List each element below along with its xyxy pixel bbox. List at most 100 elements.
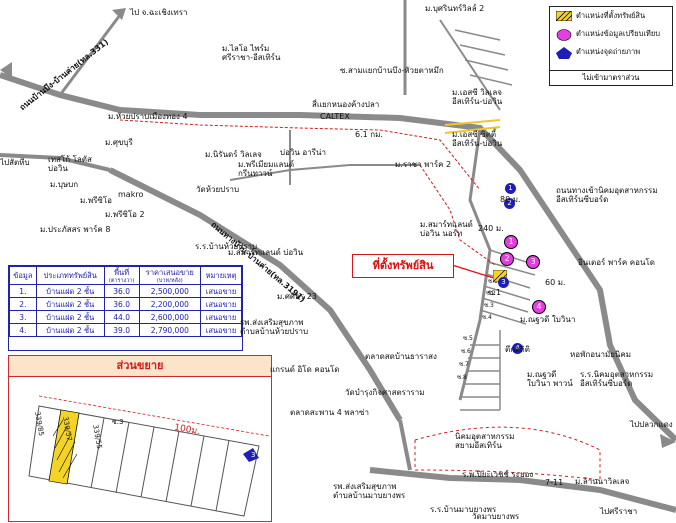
table-header: ประเภททรัพย์สิน	[35, 266, 105, 285]
table-cell: 4.	[9, 323, 37, 337]
soi-label: ซ.6	[461, 348, 471, 355]
place-label-bowin-arena: บ่อวิน อารีน่า	[280, 148, 326, 157]
place-label-caltex: CALTEX	[320, 112, 350, 121]
place-label-wat2: วัดมาบยางพร	[472, 512, 520, 521]
section-photo-number: 3	[251, 451, 256, 459]
place-label-rp-clinic: ร.พ.ปิยะเวชช์ ระยอง	[462, 470, 534, 479]
soi-label: ซ.4	[482, 314, 492, 321]
legend-label: ตำแหน่งจุดถ่ายภาพ	[576, 47, 641, 56]
table-cell: 2,500,000	[138, 284, 202, 298]
place-label-wat: วัดห้วยปราบ	[196, 185, 240, 194]
place-label-sitbun: ม.ณฐวดี ใบวินา พาวน์	[527, 370, 573, 388]
table-cell: 39.0	[103, 323, 140, 337]
west-road	[0, 153, 111, 172]
property-label: ที่ตั้งทรัพย์สิน	[352, 254, 454, 278]
place-label-health2: รพ.ส่งเสริมสุขภาพ ตำบลบ้านมาบยางพร	[333, 482, 406, 500]
place-label-lotus: เทสโก้ โลตัส บ่อวิน	[48, 155, 92, 173]
south-road	[369, 467, 676, 513]
photo-point-2: 2	[504, 198, 515, 209]
place-label-hospital: รพ.ส่งเสริมสุขภาพ ตำบลบ้านห้วยปราบ	[240, 318, 309, 336]
table-cell: บ้านแฝด 2 ชั้น	[35, 310, 105, 324]
place-label-industrial-road: ถนนทางเข้านิคมอุตสาหกรรม อีสเทิร์นซีบอร์…	[556, 186, 658, 204]
legend-label: ตำแหน่งข้อมูลเปรียบเทียบ	[576, 29, 660, 38]
place-label-6km: 6.1 กม.	[355, 130, 383, 139]
place-label-school2: ร.ร.บ้านมาบยางพร	[430, 505, 497, 514]
place-label-school: ร.ร.บ้านห้วยปราบ	[195, 242, 258, 251]
place-label-market: ตลาดสะพาน 4 พลาซ่า	[290, 408, 369, 417]
comparison-point-2: 2	[500, 252, 514, 266]
soi-road	[458, 127, 492, 401]
place-label-smart-north: ม.สมาร์ทแลนด์ บ่อวิน นอร์ท	[420, 220, 473, 238]
soi-label: ซ.8	[457, 374, 467, 381]
soi-label: ซ.2	[486, 290, 496, 297]
soi-label: ซ.5	[463, 335, 473, 342]
place-label-stat: ตึกสถิติ	[505, 345, 530, 354]
place-label-road-nums: ซ.1	[488, 288, 502, 297]
table-cell: 36.0	[103, 297, 140, 311]
place-label-green-town: ม.พรีเมียมแลนด์ กรีนทาวน์	[238, 160, 295, 178]
header-text: ราคาเสนอขาย	[145, 268, 194, 277]
place-label-nongbon: ม.บุษบก	[50, 180, 79, 189]
place-label-to-chachoengsao: ไป จ.ฉะเชิงเทรา	[130, 8, 188, 17]
place-label-mon: หอพักอนามัยนิคม	[570, 350, 632, 359]
place-label-nos-sity: ม.เอสซี ซิตตี้ อีสเทิร์น-บ่อวิน	[452, 130, 503, 148]
place-label-makro: makro	[118, 190, 144, 199]
place-label-to-sattahip: ไปสัตหีบ	[0, 158, 30, 167]
place-label-inter-park: อินเตอร์ พาร์ค คอนโด	[578, 258, 655, 267]
place-label-weekend: ตลาดสดบ้านธาราสง	[365, 352, 437, 361]
table-header-row: ข้อมูล ประเภททรัพย์สิน พื้นที่(ตารางวา) …	[9, 266, 242, 285]
place-label-seven: 7-11	[545, 478, 564, 487]
section-road-label: ซ.3	[112, 418, 124, 426]
table-header: หมายเหตุ	[200, 266, 242, 285]
map-legend: ตำแหน่งที่ตั้งทรัพย์สิน ตำแหน่งข้อมูลเปร…	[549, 6, 673, 86]
expansion-section: ส่วนขยาย 339/85 339/57 339/55 ซ.3 100ม. …	[8, 355, 272, 522]
place-label-subburi: ม.ศุขบุรี	[105, 138, 133, 147]
soi-label: ซ.3	[484, 302, 494, 309]
header-text: พื้นที่	[114, 268, 130, 277]
section-title: ส่วนขยาย	[9, 356, 271, 377]
table-cell: 3.	[9, 310, 37, 324]
table-header: พื้นที่(ตารางวา)	[103, 266, 140, 285]
place-label-prisila2: ม.พรีซิโอ 2	[105, 210, 145, 219]
yellow-arrows	[444, 119, 501, 134]
photo-point-4: 4	[512, 343, 523, 354]
table-cell: เสนอขาย	[200, 284, 242, 298]
table-cell: 2,600,000	[138, 310, 202, 324]
table-cell: 2,200,000	[138, 297, 202, 311]
table-cell: 2,790,000	[138, 323, 202, 337]
photo-point-icon	[243, 448, 259, 462]
table-header: ราคาเสนอขาย(บาท/หลัง)	[138, 266, 202, 285]
photo-point-1: 1	[505, 183, 516, 194]
north-west-road	[58, 14, 122, 96]
comparison-point-4: 4	[532, 300, 546, 314]
place-label-to-rayong: ไปศรีราชา	[600, 507, 638, 516]
place-label-supersite: ม.ณฐวดี ใบวินา	[520, 315, 576, 324]
table-cell: 1.	[9, 284, 37, 298]
table-cell: 2.	[9, 297, 37, 311]
table-header: ข้อมูล	[9, 266, 37, 285]
table-cell: บ้านแฝด 2 ชั้น	[35, 297, 105, 311]
price-table: ข้อมูล ประเภททรัพย์สิน พื้นที่(ตารางวา) …	[8, 265, 243, 351]
place-label-nirundon: ม.นิรันดร์ วิลเลจ	[205, 150, 262, 159]
table-cell: บ้านแฝด 2 ชั้น	[35, 284, 105, 298]
yellow-hatched-icon	[556, 11, 572, 21]
table-cell: เสนอขาย	[200, 297, 242, 311]
place-label-bungsan: ม.บุศรินทร์วิลล์ 2	[425, 4, 485, 13]
place-label-huaypong: ม.หัวยปราบเมืองทอง 4	[108, 112, 188, 121]
place-label-nos-city: ม.เอสซี วิลเลจ อีสเทิร์น-บ่อวิน	[452, 88, 503, 106]
blue-pentagon-icon	[556, 47, 572, 59]
place-label-praksa: ม.ประภัสสร พาร์ค 8	[40, 225, 111, 234]
header-sub: (บาท/หลัง)	[156, 278, 183, 284]
place-label-green-iido: แกรนด์ อิโด คอนโด	[270, 365, 340, 374]
place-label-nikhom-school: ร.ร.นิคมอุตสาหกรรม อีสเทิร์นซีบอร์ด	[580, 370, 654, 388]
highway-3191	[108, 167, 403, 422]
comparison-point-1: 1	[504, 235, 518, 249]
place-label-80m: 80 ม.	[500, 195, 521, 204]
place-label-prisila: ม.พรีซิโอ	[80, 196, 112, 205]
soi-label: ซ.7	[459, 361, 469, 368]
header-sub: (ตารางวา)	[108, 278, 135, 284]
